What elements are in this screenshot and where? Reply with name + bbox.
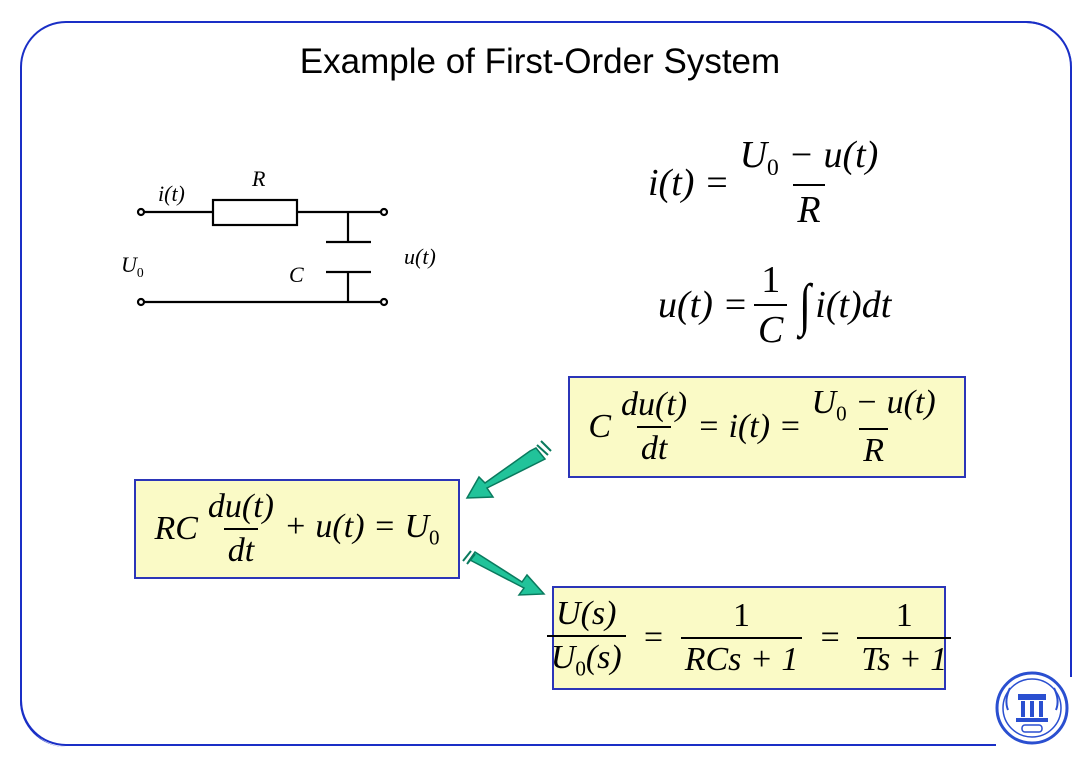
input-voltage-label: U0: [121, 252, 144, 280]
arrow-down-right-icon: [462, 550, 546, 596]
current-label: i(t): [158, 181, 185, 206]
differential-equation-box: C du(t) dt = i(t) = U0 − u(t) R: [568, 376, 966, 478]
slide-title: Example of First-Order System: [299, 42, 781, 81]
transfer-function-box: U(s) U0(s) = 1 RCs + 1 = 1 Ts + 1: [546, 586, 952, 690]
current-equation: i(t) = U0 − u(t) R: [648, 134, 879, 232]
output-voltage-label: u(t): [404, 244, 436, 269]
frame-edge: [1070, 67, 1072, 677]
university-seal-icon: [995, 671, 1069, 745]
terminal: [136, 297, 146, 307]
voltage-equation: u(t) = 1 C ∫ i(t)dt: [658, 259, 892, 351]
arrow-down-left-icon: [465, 440, 552, 499]
resistor-label: R: [252, 166, 266, 191]
terminal: [379, 207, 389, 217]
frame-edge: [66, 744, 996, 746]
slide-frame: [20, 21, 1072, 747]
capacitor-label: C: [289, 262, 304, 287]
terminal: [136, 207, 146, 217]
first-order-ode-box: RC du(t) dt + u(t) = U0: [134, 479, 460, 579]
terminal: [379, 297, 389, 307]
